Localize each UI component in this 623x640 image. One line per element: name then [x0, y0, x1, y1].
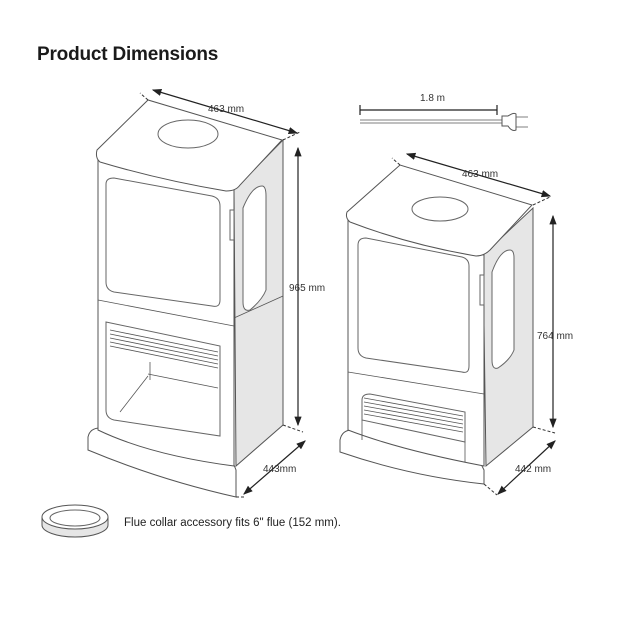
tall-width-label: 463 mm: [208, 104, 244, 115]
depth-arrow: [243, 440, 306, 495]
width-arrow: [151, 88, 299, 135]
short-stove-illustration: [339, 164, 534, 485]
plug-icon: [501, 112, 517, 131]
short-stove-dimensions: 463 mm 764 mm 442 mm: [391, 152, 573, 496]
tall-depth-label: 443mm: [263, 464, 296, 475]
tall-stove-illustration: [87, 99, 284, 498]
depth-arrow: [497, 440, 556, 495]
tall-height-label: 965 mm: [289, 283, 325, 294]
flue-collar-icon: [41, 504, 109, 538]
short-depth-label: 442 mm: [515, 464, 551, 475]
cord-length-label: 1.8 m: [420, 93, 445, 104]
power-cord-illustration: 1.8 m: [359, 93, 528, 131]
short-width-label: 463 mm: [462, 169, 498, 180]
short-height-label: 764 mm: [537, 331, 573, 342]
width-arrow: [405, 152, 552, 198]
tall-stove-dimensions: 463 mm 965 mm 443mm: [139, 88, 325, 498]
flue-collar-note: Flue collar accessory fits 6" flue (152 …: [124, 517, 341, 529]
page-title: Product Dimensions: [37, 44, 219, 65]
